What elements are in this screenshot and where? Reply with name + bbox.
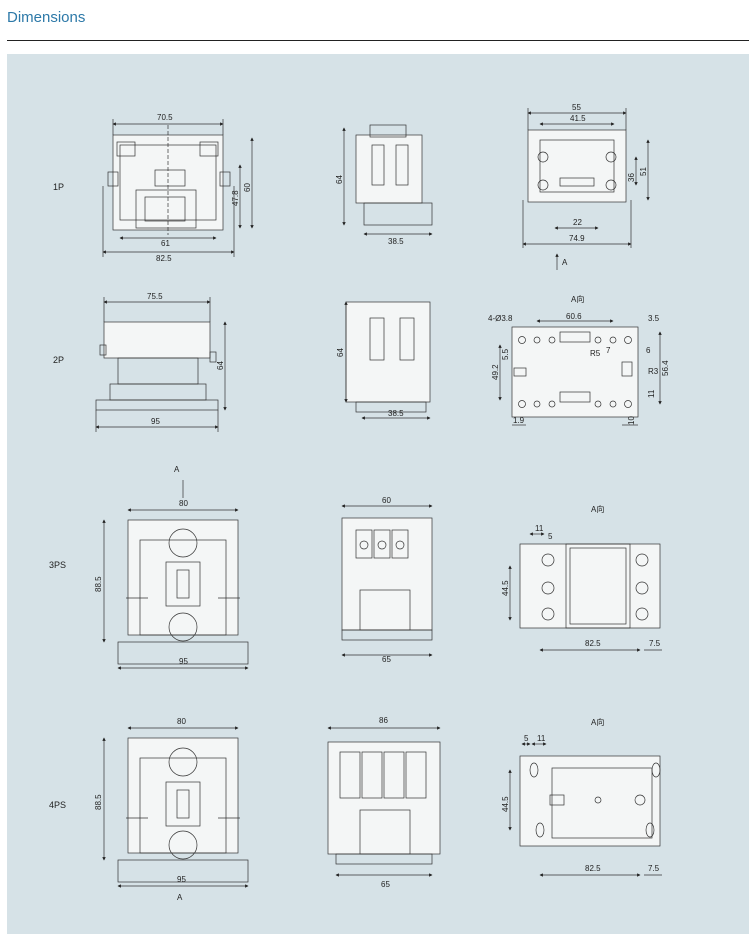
drawing-3ps-front [102, 480, 249, 670]
dim-label: 47.8 [231, 190, 240, 206]
dim-label: 44.5 [501, 580, 510, 596]
dim-label: 60.6 [566, 312, 582, 321]
dim-label: 80 [177, 717, 186, 726]
dim-label: 95 [179, 657, 188, 666]
dim-label: 65 [382, 655, 391, 664]
row-label-3ps: 3PS [49, 560, 66, 570]
dim-label: 64 [216, 361, 225, 370]
view-label: A向 [591, 504, 604, 514]
dim-label: 5 [524, 734, 529, 743]
dim-label: 95 [177, 875, 186, 884]
dim-label: 5.5 [501, 348, 510, 360]
dim-label: 38.5 [388, 409, 404, 418]
view-arrow-label: A [562, 258, 568, 267]
dim-label: R5 [590, 349, 601, 358]
dim-label: 64 [336, 348, 345, 357]
drawing-2p-top [498, 319, 662, 426]
dim-label: 60 [243, 183, 252, 192]
drawing-1p-top [522, 108, 650, 270]
dim-label: 11 [647, 389, 656, 398]
dim-label: 7.5 [649, 639, 661, 648]
dim-label: 82.5 [585, 864, 601, 873]
view-label: A向 [571, 294, 584, 304]
dim-label: 74.9 [569, 234, 585, 243]
drawing-3ps-side [341, 504, 433, 657]
dim-label: 56.4 [661, 360, 670, 376]
dim-label: 82.5 [585, 639, 601, 648]
drawing-2p-side [344, 301, 431, 420]
dim-label: 49.2 [491, 364, 500, 380]
dim-label: 75.5 [147, 292, 163, 301]
dim-label: 11 [535, 524, 544, 533]
title-divider [7, 40, 749, 41]
dim-label: 61 [161, 239, 170, 248]
dim-label: 44.5 [501, 796, 510, 812]
dim-label: 7 [606, 346, 611, 355]
dim-label: 65 [381, 880, 390, 889]
dim-label: 6 [646, 346, 651, 355]
drawing-2p-front [95, 297, 227, 432]
dim-label: 70.5 [157, 113, 173, 122]
dim-label: 88.5 [94, 794, 103, 810]
dim-label: 41.5 [570, 114, 586, 123]
drawing-4ps-front [102, 726, 249, 888]
dim-label: 88.5 [94, 576, 103, 592]
dim-label: 38.5 [388, 237, 404, 246]
dim-label: 5 [548, 532, 553, 541]
dim-label: 60 [382, 496, 391, 505]
dim-label: 10 [627, 416, 636, 425]
dim-label: R3 [648, 367, 659, 376]
dim-label: 86 [379, 716, 388, 725]
dim-label: 4-Ø3.8 [488, 314, 513, 323]
dim-label: 1.9 [513, 416, 525, 425]
drawing-1p-front [102, 119, 254, 257]
dim-label: 3.5 [648, 314, 660, 323]
dim-label: 55 [572, 103, 581, 112]
dim-label: 82.5 [156, 254, 172, 263]
drawing-1p-side [342, 124, 433, 236]
drawing-4ps-side [327, 726, 441, 877]
dim-label: 95 [151, 417, 160, 426]
drawing-3ps-top [508, 532, 662, 652]
page-title: Dimensions [7, 9, 86, 26]
dim-label: 11 [537, 734, 546, 743]
row-label-2p: 2P [53, 355, 64, 365]
dim-label: 7.5 [648, 864, 660, 873]
dim-label: 51 [639, 167, 648, 176]
row-label-4ps: 4PS [49, 800, 66, 810]
row-label-1p: 1P [53, 182, 64, 192]
view-arrow-label: A [177, 893, 183, 902]
dim-label: 36 [627, 173, 636, 182]
drawing-4ps-top [508, 742, 662, 877]
dim-label: 80 [179, 499, 188, 508]
view-arrow-label: A [174, 465, 180, 474]
dim-label: 22 [573, 218, 582, 227]
view-label: A向 [591, 717, 604, 727]
dim-label: 64 [335, 175, 344, 184]
